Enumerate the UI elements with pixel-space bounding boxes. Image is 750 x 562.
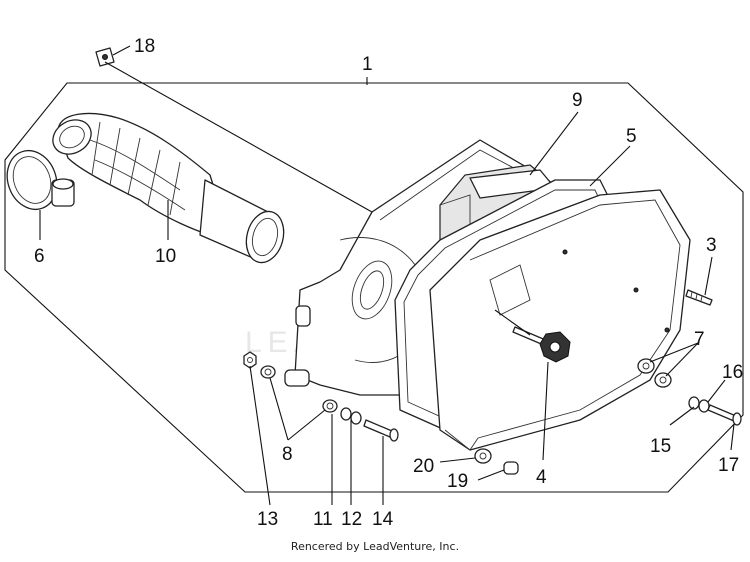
callout-11: 11 xyxy=(313,509,333,530)
part-1-lid xyxy=(429,189,691,451)
callout-1: 1 xyxy=(362,54,373,75)
callout-16: 16 xyxy=(722,362,743,383)
callout-14: 14 xyxy=(372,509,394,530)
callout-3: 3 xyxy=(706,235,717,256)
part-8-grommets xyxy=(260,365,338,413)
callout-17: 17 xyxy=(718,455,739,476)
callout-10: 10 xyxy=(155,246,176,267)
callout-13: 13 xyxy=(257,509,278,530)
callout-19: 19 xyxy=(447,471,468,492)
callout-7: 7 xyxy=(694,329,705,350)
callout-8: 8 xyxy=(282,444,293,465)
leader-lines xyxy=(39,45,735,506)
part-4-knob xyxy=(512,326,571,363)
part-15-16-washers xyxy=(688,396,710,413)
part-19-plug xyxy=(503,461,519,475)
callout-labels: 1 18 6 10 9 5 3 7 16 15 17 4 8 20 19 13 … xyxy=(34,36,743,530)
callout-12: 12 xyxy=(341,509,362,530)
part-13-nut xyxy=(243,351,257,369)
part-10-intake-duct xyxy=(52,112,285,264)
callout-18: 18 xyxy=(134,36,155,57)
footer-credit: Rencered by LeadVenture, Inc. xyxy=(290,540,460,553)
part-18-clip xyxy=(95,47,115,67)
callout-15: 15 xyxy=(650,436,671,457)
callout-9: 9 xyxy=(572,90,583,111)
part-6-clamp xyxy=(6,149,75,211)
callout-20: 20 xyxy=(413,456,434,477)
part-7-grommets xyxy=(637,358,672,388)
part-20-grommet xyxy=(474,448,492,464)
callout-4: 4 xyxy=(536,467,547,488)
part-3-screw xyxy=(685,289,713,306)
assembly-outline xyxy=(4,82,744,493)
part-14-bolt xyxy=(363,419,399,442)
callout-6: 6 xyxy=(34,246,45,267)
callout-5: 5 xyxy=(626,126,637,147)
part-11-12-washers xyxy=(340,407,362,425)
part-17-bolt xyxy=(707,404,742,426)
